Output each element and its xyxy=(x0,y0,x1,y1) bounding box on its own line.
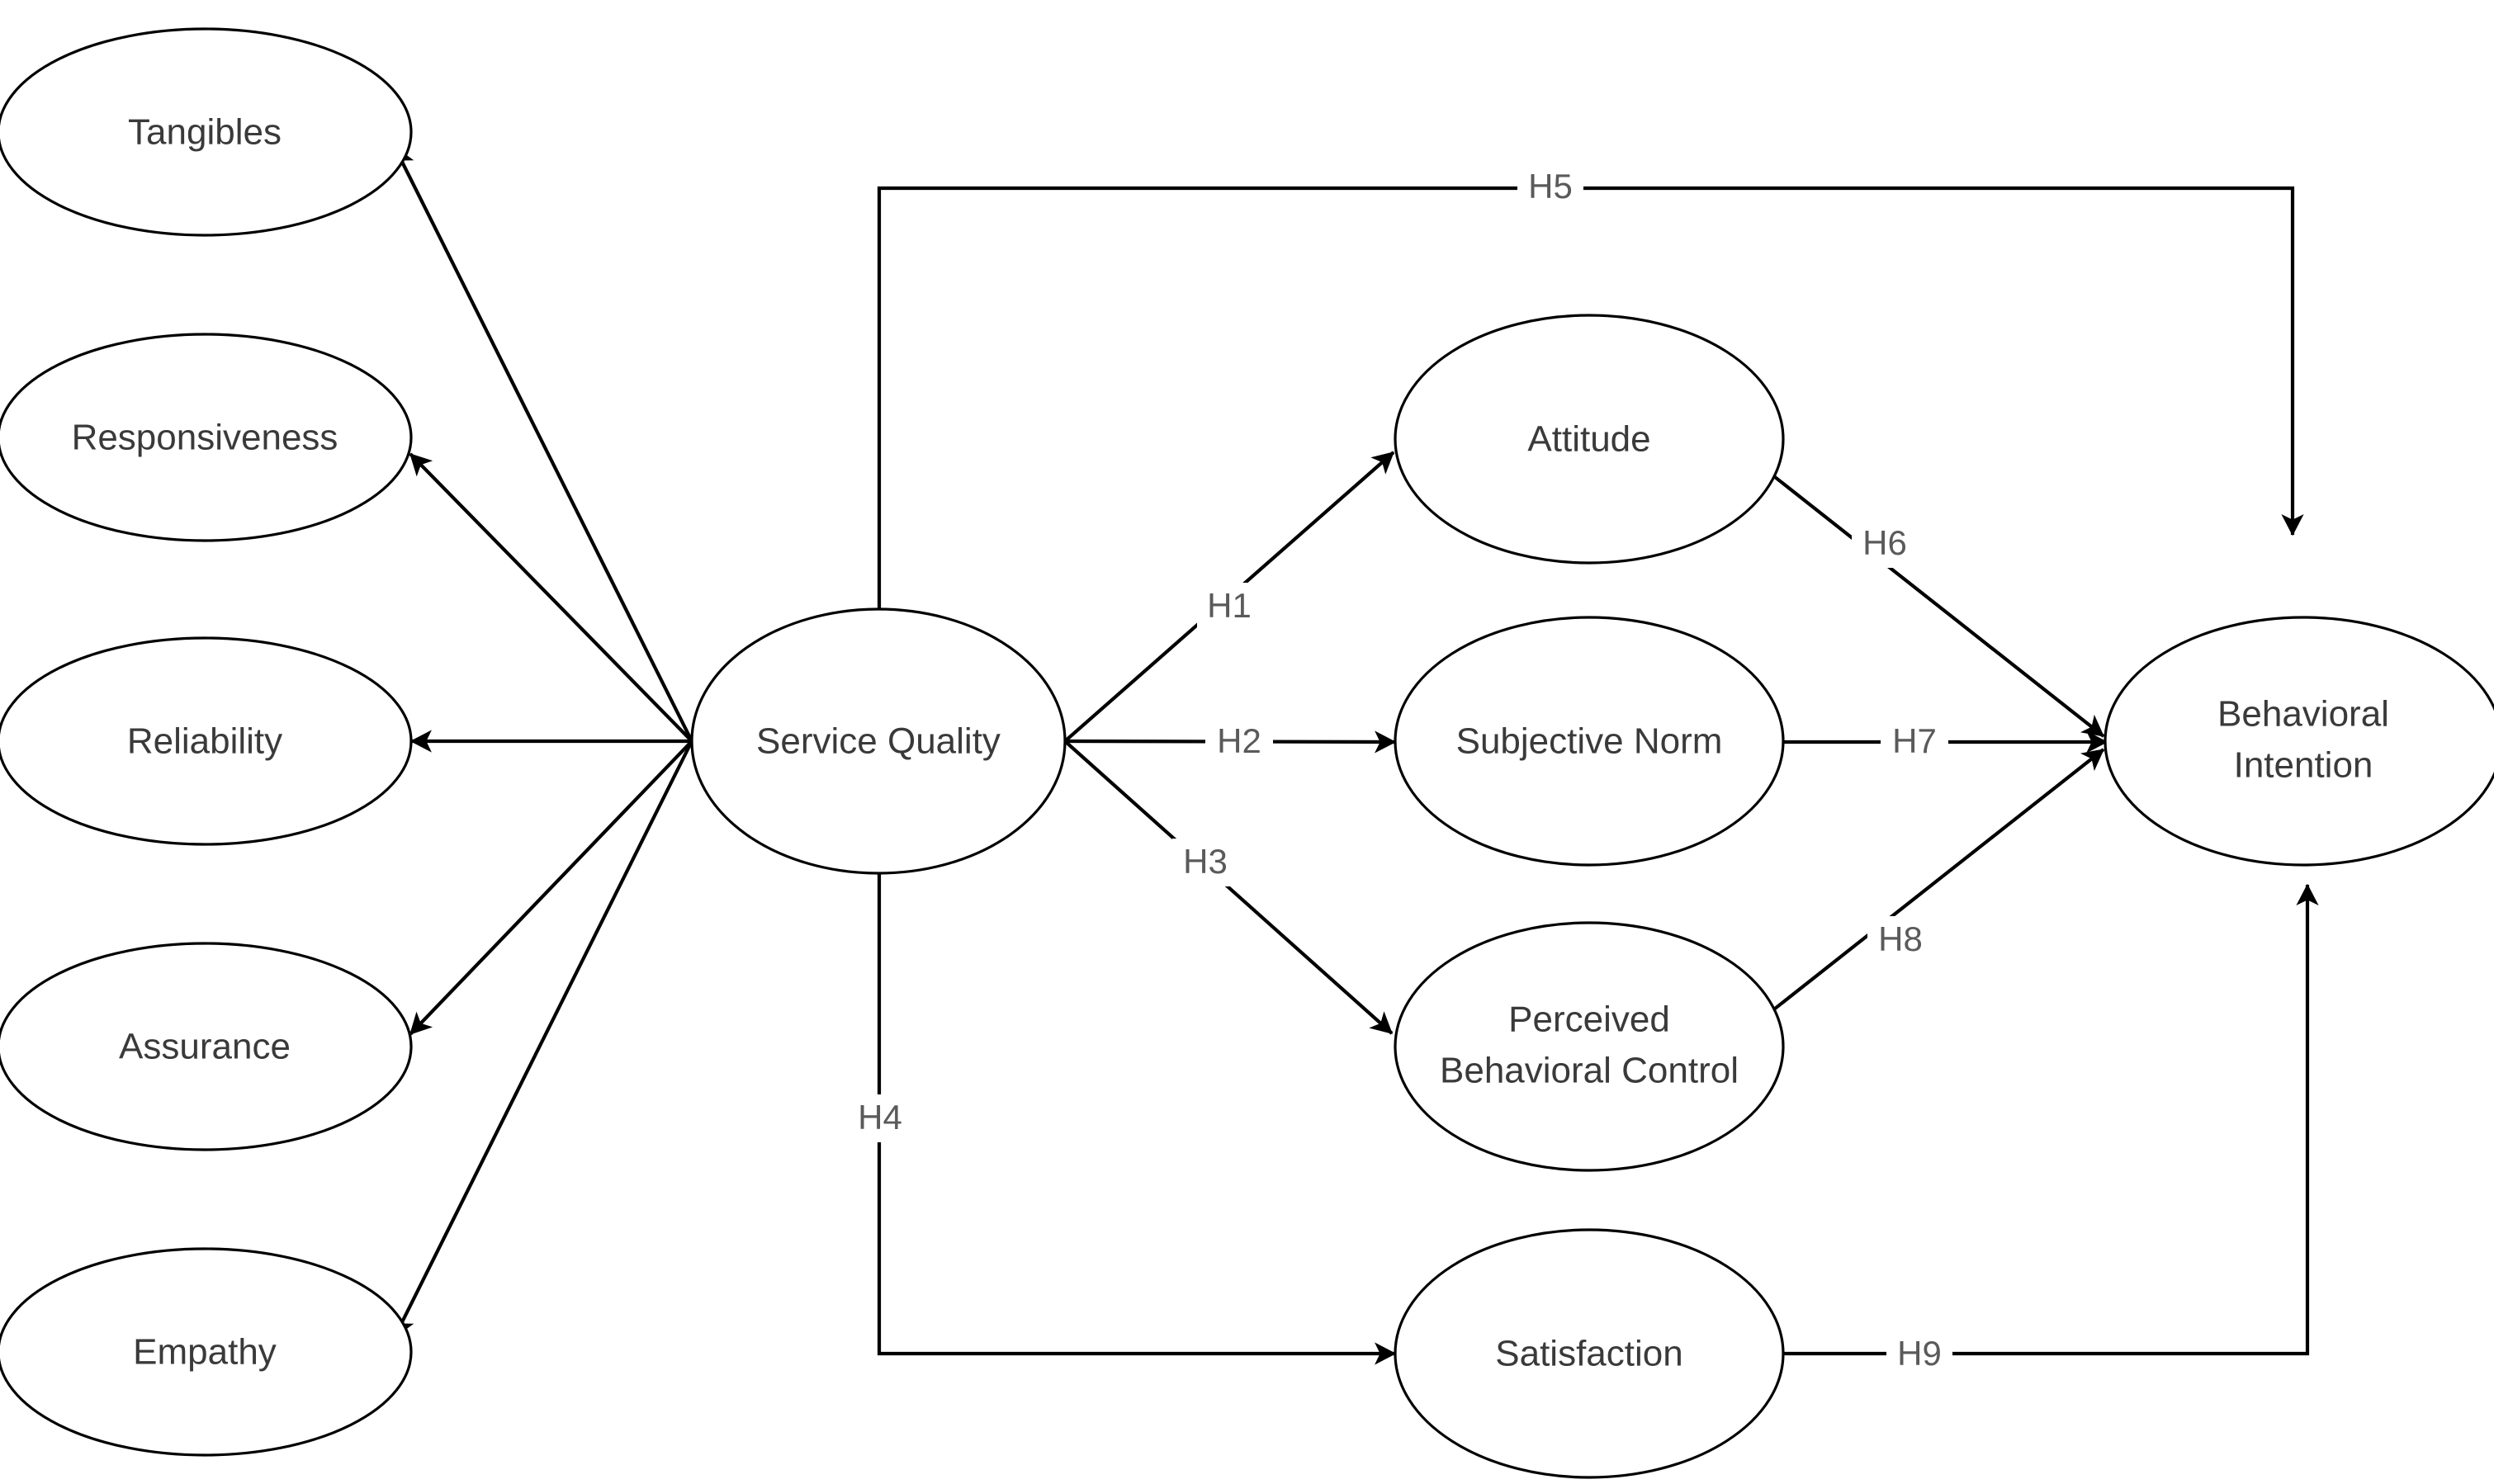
label-h5-group: H5 xyxy=(1517,163,1583,211)
satisfaction-label: Satisfaction xyxy=(1495,1334,1682,1374)
edge-h5-service-quality-to-behavioral-intention xyxy=(877,186,2304,660)
reliability-ellipse[interactable] xyxy=(0,636,413,846)
edge-h6-attitude-to-behavioral-intention xyxy=(1742,451,2105,738)
h7-label-backdrop xyxy=(1881,718,1948,766)
reliability-label: Reliability xyxy=(127,721,282,762)
node-satisfaction[interactable]: Satisfaction xyxy=(1394,1228,1785,1479)
node-perceived-behavioral-control[interactable]: Perceived Behavioral Control xyxy=(1394,921,1785,1172)
node-assurance[interactable]: Assurance xyxy=(0,942,413,1151)
label-h9-group: H9 xyxy=(1886,1330,1952,1378)
hypothesis-edge-h9 xyxy=(1744,883,2319,1356)
label-h2-group: H2 xyxy=(1205,718,1273,766)
edge-service-quality-to-empathy xyxy=(393,740,693,1339)
edge-service-quality-to-assurance xyxy=(409,740,693,1036)
edge-service-quality-to-responsiveness xyxy=(409,452,693,743)
behavioral-intention-ellipse[interactable] xyxy=(2104,616,2494,867)
behavioral-intention-label-line2: Intention xyxy=(2234,745,2373,786)
empathy-label: Empathy xyxy=(133,1332,277,1373)
edge-h8-pbc-to-behavioral-intention xyxy=(1742,748,2105,1035)
attitude-label: Attitude xyxy=(1527,419,1650,460)
pbc-ellipse[interactable] xyxy=(1394,921,1785,1172)
node-empathy[interactable]: Empathy xyxy=(0,1247,413,1457)
h6-label: H6 xyxy=(1862,523,1907,562)
h9-label-backdrop xyxy=(1886,1330,1952,1378)
h4-label-backdrop xyxy=(847,1094,913,1142)
hypothesis-edge-h4 xyxy=(877,824,1397,1365)
edge-service-quality-to-tangibles xyxy=(393,145,693,742)
dimension-edges xyxy=(393,145,693,1339)
edge-h9-satisfaction-to-behavioral-intention xyxy=(1744,883,2319,1356)
attitude-ellipse[interactable] xyxy=(1394,314,1785,565)
node-subjective-norm[interactable]: Subjective Norm xyxy=(1394,616,1785,867)
pbc-label-line2: Behavioral Control xyxy=(1440,1051,1739,1091)
service-quality-label: Service Quality xyxy=(756,721,1001,762)
behavioral-intention-label-line1: Behavioral xyxy=(2217,694,2389,735)
h8-label-backdrop xyxy=(1867,916,1933,964)
responsiveness-label: Responsiveness xyxy=(72,418,338,458)
node-responsiveness[interactable]: Responsiveness xyxy=(0,333,413,542)
tangibles-label: Tangibles xyxy=(128,112,282,153)
h2-label: H2 xyxy=(1217,721,1261,760)
pbc-label-line1: Perceived xyxy=(1508,1000,1670,1040)
tangibles-ellipse[interactable] xyxy=(0,27,413,237)
empathy-ellipse[interactable] xyxy=(0,1247,413,1457)
node-behavioral-intention[interactable]: Behavioral Intention xyxy=(2104,616,2494,867)
node-service-quality[interactable]: Service Quality xyxy=(690,607,1067,875)
h3-label: H3 xyxy=(1183,842,1228,881)
label-h8-group: H8 xyxy=(1867,916,1933,964)
h8-label: H8 xyxy=(1878,919,1923,958)
hypothesis-labels: H1 H2 H3 H4 H5 H6 H7 H8 xyxy=(847,163,1952,1378)
assurance-ellipse[interactable] xyxy=(0,942,413,1151)
label-h1-group: H1 xyxy=(1197,583,1261,631)
edge-h3-service-quality-to-pbc xyxy=(1063,740,1394,1035)
hypothesis-edge-h5 xyxy=(877,186,2304,660)
subjective-norm-label: Subjective Norm xyxy=(1456,721,1723,762)
h1-label-backdrop xyxy=(1197,583,1261,631)
h4-label: H4 xyxy=(858,1098,902,1137)
h7-label: H7 xyxy=(1892,721,1937,760)
satisfaction-ellipse[interactable] xyxy=(1394,1228,1785,1479)
h5-label-backdrop xyxy=(1517,163,1583,211)
node-attitude[interactable]: Attitude xyxy=(1394,314,1785,565)
assurance-label: Assurance xyxy=(119,1027,291,1067)
h2-label-backdrop xyxy=(1205,718,1273,766)
h5-label: H5 xyxy=(1528,167,1573,206)
h3-label-backdrop xyxy=(1172,839,1238,886)
label-h3-group: H3 xyxy=(1172,839,1238,886)
label-h7-group: H7 xyxy=(1881,718,1948,766)
edge-h4-service-quality-to-satisfaction xyxy=(877,824,1397,1365)
responsiveness-ellipse[interactable] xyxy=(0,333,413,542)
h9-label: H9 xyxy=(1897,1334,1942,1373)
service-quality-ellipse[interactable] xyxy=(690,607,1067,875)
h1-label: H1 xyxy=(1207,586,1252,625)
h6-label-backdrop xyxy=(1852,520,1918,568)
label-h6-group: H6 xyxy=(1852,520,1918,568)
node-reliability[interactable]: Reliability xyxy=(0,636,413,846)
node-tangibles[interactable]: Tangibles xyxy=(0,27,413,237)
label-h4-group: H4 xyxy=(847,1094,913,1142)
subjective-norm-ellipse[interactable] xyxy=(1394,616,1785,867)
